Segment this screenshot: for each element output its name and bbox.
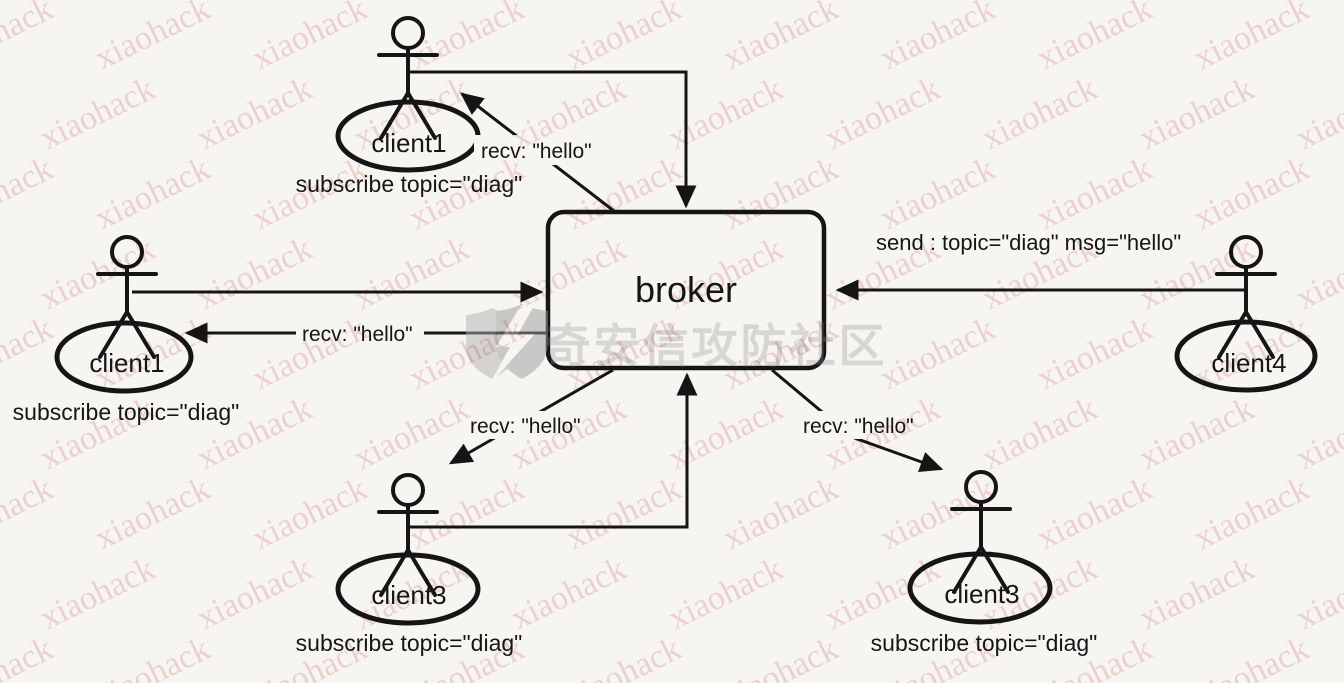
watermark-tile: xiaohack	[976, 550, 1103, 637]
actor-name-label: client4	[1211, 348, 1286, 378]
watermark-tile: xiaohack	[89, 630, 216, 683]
watermark-tile: xiaohack	[0, 150, 59, 237]
message-labels: recv: "hello" recv: "hello" send : topic…	[296, 135, 1181, 439]
subscribe-caption: subscribe topic="diag"	[296, 630, 523, 656]
watermark-tile: xiaohack	[505, 390, 632, 477]
watermark-tile: xiaohack	[560, 0, 687, 77]
watermark-tile: xiaohack	[662, 390, 789, 477]
subscribe-caption: subscribe topic="diag"	[13, 399, 240, 425]
actor-right-client4: client4	[1174, 235, 1318, 393]
message-label-recv-bottom-left: recv: "hello"	[470, 415, 581, 438]
message-label-recv-bottom-right: recv: "hello"	[803, 415, 914, 438]
watermark-tile: xiaohack	[976, 70, 1103, 157]
watermark-tile: xiaohack	[662, 550, 789, 637]
watermark-tile: xiaohack	[819, 550, 946, 637]
watermark-tile: xiaohack	[191, 550, 318, 637]
actor-bottom-left-client3: client3 subscribe topic="diag"	[296, 473, 523, 656]
watermark-tile: xiaohack	[1133, 550, 1260, 637]
qianxin-shield-lightning-icon	[466, 304, 548, 385]
watermark-tile: xiaohack	[1290, 70, 1344, 157]
arrow-subscribe-top-client1	[408, 70, 697, 209]
watermark-tile: xiaohack	[1133, 390, 1260, 477]
watermark-tile: xiaohack	[1188, 150, 1315, 237]
watermark-tile: xiaohack	[505, 550, 632, 637]
watermark-tile: xiaohack	[1188, 0, 1315, 77]
watermark-tile: xiaohack	[34, 70, 161, 157]
watermark-tile: xiaohack	[403, 0, 530, 77]
subscribe-caption: subscribe topic="diag"	[296, 171, 523, 197]
watermark-tile: xiaohack	[0, 70, 4, 157]
watermark-tile: xiaohack	[874, 0, 1001, 77]
watermark-tile: xiaohack	[1290, 550, 1344, 637]
watermark-tile: xiaohack	[1133, 70, 1260, 157]
watermark-tile: xiaohack	[874, 310, 1001, 397]
subscribe-caption: subscribe topic="diag"	[871, 630, 1098, 656]
stick-figure-icon	[1215, 235, 1277, 359]
watermark-tile: xiaohack	[89, 150, 216, 237]
watermark-tile: xiaohack	[0, 390, 4, 477]
actor-ellipse	[907, 551, 1053, 625]
actor-name-label: client3	[371, 580, 446, 610]
watermark-tile: xiaohack	[0, 630, 59, 683]
watermark-tile: xiaohack	[246, 470, 373, 557]
broker-node: broker	[545, 209, 827, 371]
watermark-tile: xiaohack	[976, 390, 1103, 477]
watermark-tile: xiaohack	[348, 230, 475, 317]
actor-name-label: client1	[89, 348, 164, 378]
watermark-tile: xiaohack	[191, 230, 318, 317]
actor-ellipse	[1174, 319, 1318, 393]
actor-left-client1: client1 subscribe topic="diag"	[13, 235, 240, 425]
message-label-recv-top: recv: "hello"	[481, 140, 592, 163]
watermark-tile: xiaohack	[0, 310, 59, 397]
watermark-tile: xiaohack	[1188, 630, 1315, 683]
watermark-tile: xiaohack	[717, 470, 844, 557]
actor-bottom-right-client3: client3 subscribe topic="diag"	[871, 470, 1098, 656]
watermark-tile: xiaohack	[662, 70, 789, 157]
watermark-tile: xiaohack	[0, 550, 4, 637]
watermark-tile: xiaohack	[89, 0, 216, 77]
broker-label: broker	[635, 269, 737, 310]
message-label-send: send : topic="diag" msg="hello"	[876, 230, 1181, 255]
watermark-tile: xiaohack	[1290, 230, 1344, 317]
watermark-tile: xiaohack	[1031, 470, 1158, 557]
actor-ellipse	[54, 320, 194, 394]
actor-top-client1: client1 subscribe topic="diag"	[296, 16, 523, 197]
watermark-tile: xiaohack	[0, 0, 59, 77]
watermark-tile: xiaohack	[874, 150, 1001, 237]
qianxin-watermark-text: 奇安信攻防社区	[545, 320, 888, 372]
watermark-tile: xiaohack	[560, 470, 687, 557]
watermark-tile: xiaohack	[348, 390, 475, 477]
watermark-tile: xiaohack	[1188, 470, 1315, 557]
watermark-tile: xiaohack	[717, 0, 844, 77]
watermark-tile: xiaohack	[1031, 310, 1158, 397]
stick-figure-icon	[96, 235, 158, 359]
center-watermark: 奇安信攻防社区	[466, 304, 888, 385]
watermark-tile: xiaohack	[34, 550, 161, 637]
watermark-tile: xiaohack	[89, 470, 216, 557]
watermark-tile: xiaohack	[246, 0, 373, 77]
watermark-tile: xiaohack	[1031, 0, 1158, 77]
watermark-tile: xiaohack	[0, 470, 59, 557]
watermark-tile: xiaohack	[0, 230, 4, 317]
actor-ellipse	[335, 552, 481, 626]
arrow-subscribe-bottom-left-client3	[408, 372, 698, 529]
watermark-tile: xiaohack	[819, 70, 946, 157]
actor-name-label: client3	[944, 579, 1019, 609]
message-label-recv-left: recv: "hello"	[302, 323, 413, 346]
watermark-tile: xiaohack	[1290, 390, 1344, 477]
watermark-tile: xiaohack	[717, 630, 844, 683]
watermark-tile: xiaohack	[560, 630, 687, 683]
watermark-tile: xiaohack	[1031, 150, 1158, 237]
broker-box	[545, 209, 827, 371]
watermark-tile: xiaohack	[191, 70, 318, 157]
actor-name-label: client1	[371, 128, 446, 158]
